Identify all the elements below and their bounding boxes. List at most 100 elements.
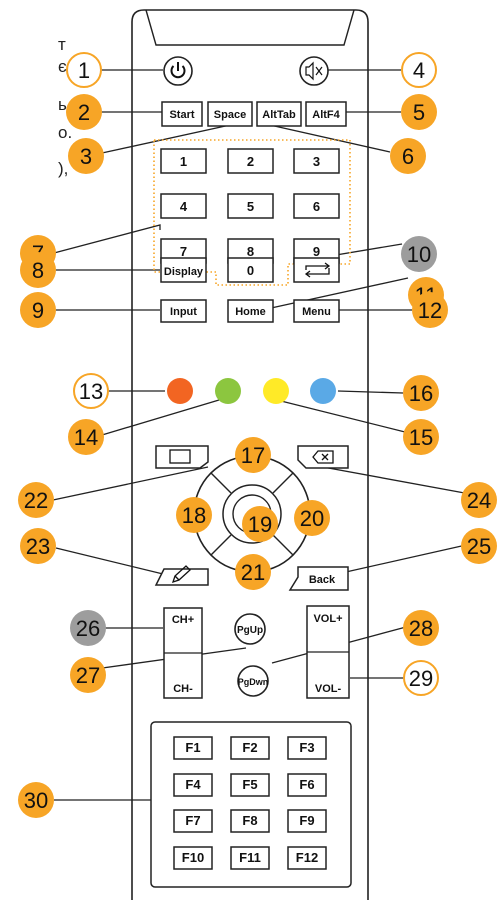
svg-text:25: 25 [467, 534, 491, 559]
power-button[interactable] [163, 56, 193, 86]
f10-label: F10 [182, 850, 204, 865]
svg-text:6: 6 [402, 144, 414, 169]
svg-text:16: 16 [409, 381, 433, 406]
svg-text:2: 2 [78, 100, 90, 125]
f8-button[interactable]: F8 [230, 809, 270, 833]
svg-text:22: 22 [24, 488, 48, 513]
svg-text:26: 26 [76, 616, 100, 641]
pen-icon [171, 565, 191, 584]
f6-label: F6 [299, 777, 314, 792]
home-button[interactable]: Home [227, 299, 274, 323]
num-0-label: 0 [247, 263, 254, 278]
callout-15: 15 [403, 419, 439, 455]
space-label: Space [214, 109, 246, 121]
f3-label: F3 [299, 740, 314, 755]
input-label: Input [170, 306, 197, 318]
window-button[interactable] [155, 445, 209, 469]
num-3-button[interactable]: 3 [293, 148, 340, 174]
pgup-button[interactable]: PgUp [234, 613, 266, 645]
altf4-button[interactable]: AltF4 [305, 101, 347, 127]
pen-button[interactable] [154, 565, 209, 586]
volume-rocker[interactable]: VOL+ VOL- [306, 605, 350, 699]
f12-button[interactable]: F12 [287, 846, 327, 870]
callout-12: 12 [412, 292, 448, 328]
num-8-label: 8 [247, 244, 254, 259]
green-key[interactable] [215, 378, 241, 404]
start-label: Start [169, 109, 194, 121]
edge-text-c: ь [58, 95, 67, 114]
f1-button[interactable]: F1 [173, 736, 213, 760]
svg-text:15: 15 [409, 425, 433, 450]
mute-icon [305, 61, 323, 81]
callout-13: 13 [73, 373, 109, 409]
yellow-key[interactable] [263, 378, 289, 404]
svg-text:4: 4 [413, 58, 425, 83]
f4-label: F4 [185, 777, 201, 792]
num-0-button[interactable]: 0 [227, 257, 274, 283]
display-label: Display [164, 266, 204, 278]
num-2-button[interactable]: 2 [227, 148, 274, 174]
pgdwn-button[interactable]: PgDwn [237, 665, 269, 697]
callout-6: 6 [390, 138, 426, 174]
menu-button[interactable]: Menu [293, 299, 340, 323]
num-1-label: 1 [180, 154, 187, 169]
num-5-button[interactable]: 5 [227, 193, 274, 219]
callout-28: 28 [403, 610, 439, 646]
pgup-label: PgUp [237, 625, 263, 636]
svg-text:5: 5 [413, 100, 425, 125]
backspace-button[interactable] [297, 445, 349, 469]
back-button[interactable]: Back [288, 566, 349, 591]
ir-window [145, 9, 355, 46]
display-button[interactable]: Display [160, 257, 207, 283]
svg-text:24: 24 [467, 488, 491, 513]
num-4-button[interactable]: 4 [160, 193, 207, 219]
callout-17: 17 [235, 437, 271, 473]
callout-4: 4 [401, 52, 437, 88]
f5-button[interactable]: F5 [230, 773, 270, 797]
callout-24: 24 [461, 482, 497, 518]
f12-label: F12 [296, 850, 318, 865]
f9-button[interactable]: F9 [287, 809, 327, 833]
f7-button[interactable]: F7 [173, 809, 213, 833]
alttab-button[interactable]: AltTab [256, 101, 302, 127]
channel-rocker[interactable]: CH+ CH- [163, 607, 203, 699]
pgdwn-label: PgDwn [238, 677, 269, 687]
input-button[interactable]: Input [160, 299, 207, 323]
num-5-label: 5 [247, 199, 254, 214]
repeat-button[interactable] [293, 257, 340, 283]
num-1-button[interactable]: 1 [160, 148, 207, 174]
repeat-icon [304, 262, 331, 278]
menu-label: Menu [302, 306, 331, 318]
blue-key[interactable] [310, 378, 336, 404]
f1-label: F1 [185, 740, 200, 755]
svg-text:9: 9 [32, 298, 44, 323]
num-3-label: 3 [313, 154, 320, 169]
leader-lines [52, 69, 471, 801]
f6-button[interactable]: F6 [287, 773, 327, 797]
start-button[interactable]: Start [161, 101, 203, 127]
f10-button[interactable]: F10 [173, 846, 213, 870]
vol-down-label: VOL- [315, 683, 342, 695]
svg-text:14: 14 [74, 425, 98, 450]
ch-down-label: CH- [173, 683, 193, 695]
f2-button[interactable]: F2 [230, 736, 270, 760]
f3-button[interactable]: F3 [287, 736, 327, 760]
callout-27: 27 [70, 657, 106, 693]
num-6-button[interactable]: 6 [293, 193, 340, 219]
f7-label: F7 [185, 813, 200, 828]
mute-button[interactable] [299, 56, 329, 86]
svg-text:18: 18 [182, 503, 206, 528]
vol-up-label: VOL+ [313, 613, 342, 625]
f4-button[interactable]: F4 [173, 773, 213, 797]
svg-text:12: 12 [418, 298, 442, 323]
f11-button[interactable]: F11 [230, 846, 270, 870]
back-label: Back [309, 574, 336, 586]
svg-text:21: 21 [241, 560, 265, 585]
svg-text:3: 3 [80, 144, 92, 169]
space-button[interactable]: Space [207, 101, 253, 127]
red-key[interactable] [167, 378, 193, 404]
svg-text:27: 27 [76, 663, 100, 688]
f9-label: F9 [299, 813, 314, 828]
callout-26: 26 [70, 610, 106, 646]
num-7-label: 7 [180, 244, 187, 259]
